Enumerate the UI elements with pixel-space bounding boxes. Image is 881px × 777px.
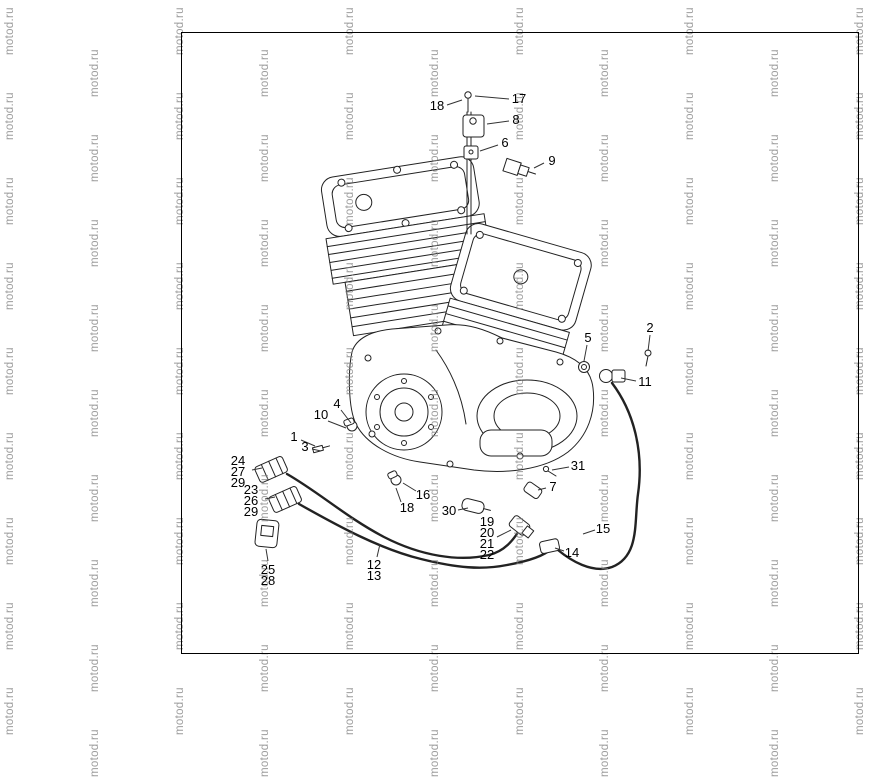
part-number-12: 12: [366, 556, 382, 572]
part-number-4: 4: [333, 395, 341, 411]
right-side-parts: [578, 349, 652, 383]
watermark-text: motod.ru: [854, 687, 866, 735]
watermark-text: motod.ru: [514, 687, 526, 735]
watermark-text: motod.ru: [89, 729, 101, 777]
watermark-text: motod.ru: [4, 687, 16, 735]
part-number-5: 5: [584, 329, 592, 345]
part-number-19: 19: [479, 513, 495, 529]
part-number-1: 1: [290, 428, 298, 444]
spark-plug-wires: [285, 381, 641, 570]
watermark-text: motod.ru: [259, 729, 271, 777]
watermark-text: motod.ru: [174, 687, 186, 735]
part-number-15: 15: [595, 520, 611, 536]
part-number-14: 14: [564, 544, 580, 560]
part-number-7: 7: [549, 478, 557, 494]
part-number-16: 16: [415, 486, 431, 502]
watermark-text: motod.ru: [429, 729, 441, 777]
crankcase: [348, 324, 595, 472]
watermark-text: motod.ru: [769, 729, 781, 777]
part-number-27: 27: [230, 463, 246, 479]
part-number-31: 31: [570, 457, 586, 473]
part-number-23: 23: [243, 481, 259, 497]
part-number-26: 26: [243, 492, 259, 508]
watermark-text: motod.ru: [599, 729, 611, 777]
part-number-17: 17: [511, 90, 527, 106]
part-number-3: 3: [301, 438, 309, 454]
spark-plug: [502, 157, 537, 177]
part-number-29: 29: [243, 503, 259, 519]
part-number-10: 10: [313, 406, 329, 422]
part-number-24: 24: [230, 452, 246, 468]
top-hardware: [462, 91, 485, 235]
engine-diagram: [254, 91, 652, 570]
part-number-2: 2: [646, 319, 654, 335]
part-number-28: 28: [260, 572, 276, 588]
part-number-20: 20: [479, 524, 495, 540]
part-number-30: 30: [441, 502, 457, 518]
wiring-connectors: [254, 456, 302, 549]
part-number-18: 18: [429, 97, 445, 113]
part-number-21: 21: [479, 535, 495, 551]
part-number-8: 8: [512, 111, 520, 127]
part-number-22: 22: [479, 546, 495, 562]
part-number-6: 6: [501, 134, 509, 150]
part-number-25: 25: [260, 561, 276, 577]
parts-diagram-page: { "watermark": { "text": "motod.ru", "co…: [4, 7, 866, 777]
part-number-11: 11: [638, 373, 652, 389]
watermark-text: motod.ru: [344, 687, 356, 735]
part-number-13: 13: [366, 567, 382, 583]
part-number-9: 9: [548, 152, 556, 168]
part-number-18: 18: [399, 499, 415, 515]
part-number-29: 29: [230, 474, 246, 490]
watermark-text: motod.ru: [684, 687, 696, 735]
